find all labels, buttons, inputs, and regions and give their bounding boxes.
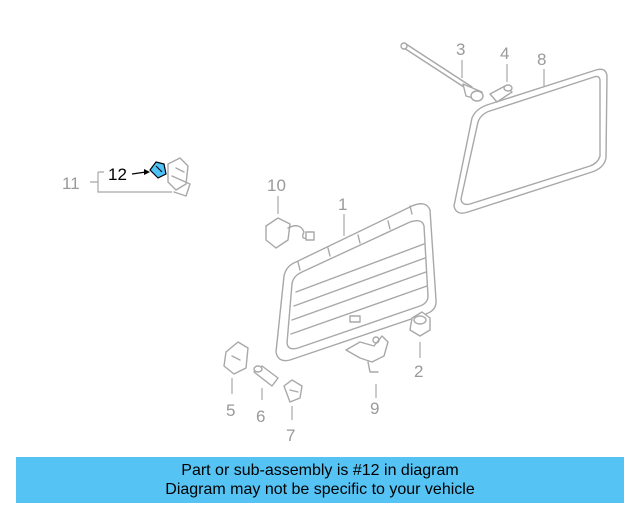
part-8-rear-glass[interactable] [453,68,608,214]
info-banner: Part or sub-assembly is #12 in diagram D… [16,457,624,503]
label-3[interactable]: 3 [456,40,465,59]
label-7[interactable]: 7 [286,426,295,445]
part-12-highlighted[interactable] [149,161,167,179]
part-7-striker[interactable] [283,379,303,403]
leader-11 [90,171,172,193]
part-2-cap[interactable] [409,311,431,337]
part-1-gate-panel[interactable] [275,203,437,362]
part-3-gas-strut[interactable] [400,42,484,102]
part-10-actuator[interactable] [265,217,315,249]
label-10[interactable]: 10 [267,176,286,195]
parts-diagram: 3 4 8 1 10 11 [62,40,608,445]
label-4[interactable]: 4 [500,44,509,63]
banner-line-2: Diagram may not be specific to your vehi… [165,481,475,498]
label-1[interactable]: 1 [338,195,347,214]
label-9[interactable]: 9 [370,399,379,418]
label-11[interactable]: 11 [62,174,80,193]
part-5-bracket[interactable] [223,341,249,375]
part-11-hinge[interactable] [167,157,191,197]
banner-line-1: Part or sub-assembly is #12 in diagram [181,462,459,479]
label-12[interactable]: 12 [108,165,127,184]
label-8[interactable]: 8 [537,50,546,69]
part-4-bushing[interactable] [489,84,513,103]
label-2[interactable]: 2 [414,362,423,381]
part-6-pin[interactable] [253,365,279,387]
label-5[interactable]: 5 [226,401,235,420]
label-6[interactable]: 6 [256,407,265,426]
part-9-latch[interactable] [345,335,389,373]
leader-12-arrow [131,169,150,175]
